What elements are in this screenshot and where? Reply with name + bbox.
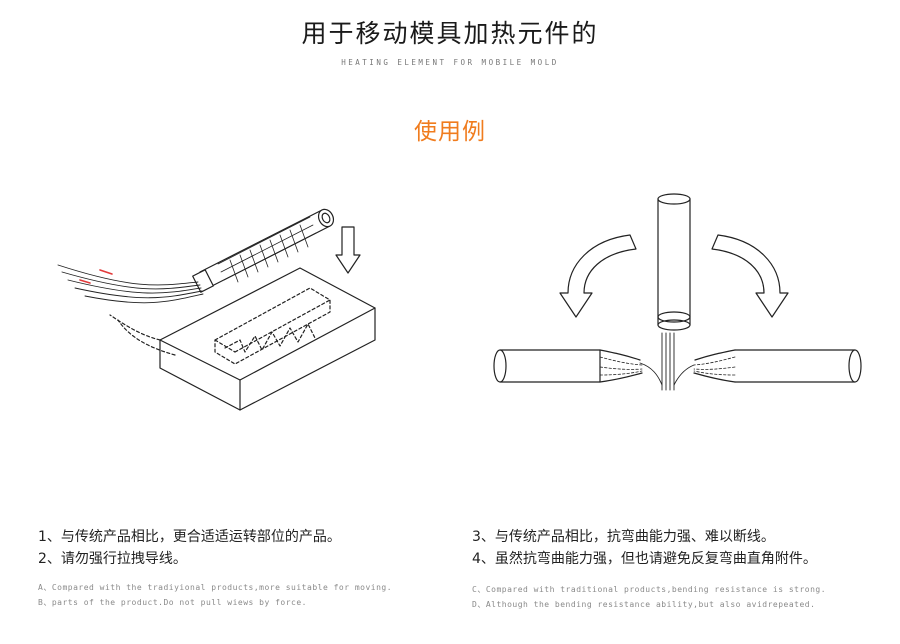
bending-diagram <box>493 193 862 391</box>
page-subtitle: HEATING ELEMENT FOR MOBILE MOLD <box>341 58 559 67</box>
page-title: 用于移动模具加热元件的 <box>301 19 599 48</box>
vertical-heater <box>657 193 691 331</box>
horizontal-heater-left <box>493 349 643 383</box>
curved-arrow-right-icon <box>711 234 789 318</box>
note-1: 1、与传统产品相比，更合适适运转部位的产品。 <box>38 529 341 545</box>
horizontal-heater-right <box>693 349 862 383</box>
note-2: 2、请勿强行拉拽导线。 <box>38 551 187 567</box>
note-3: 3、与传统产品相比，抗弯曲能力强、难以断线。 <box>472 529 775 545</box>
note-c: C、Compared with traditional products,ben… <box>472 585 827 594</box>
heater-tube <box>192 208 335 293</box>
note-4: 4、虽然抗弯曲能力强，但也请避免反复弯曲直角附件。 <box>472 551 817 567</box>
curved-arrow-left-icon <box>559 234 637 318</box>
lead-wires <box>57 264 204 304</box>
notes-right: 3、与传统产品相比，抗弯曲能力强、难以断线。 4、虽然抗弯曲能力强，但也请避免反… <box>472 526 826 612</box>
center-wires <box>639 332 695 391</box>
note-a: A、Compared with the tradiyional products… <box>38 583 393 592</box>
down-arrow-icon <box>335 226 361 274</box>
note-b: B、parts of the product.Do not pull wiews… <box>38 598 308 607</box>
notes-left: 1、与传统产品相比，更合适适运转部位的产品。 2、请勿强行拉拽导线。 A、Com… <box>38 526 392 610</box>
hidden-groove <box>109 287 331 365</box>
mold-insertion-diagram <box>57 208 376 411</box>
note-d: D、Although the bending resistance abilit… <box>472 600 816 609</box>
section-heading: 使用例 <box>414 119 486 145</box>
